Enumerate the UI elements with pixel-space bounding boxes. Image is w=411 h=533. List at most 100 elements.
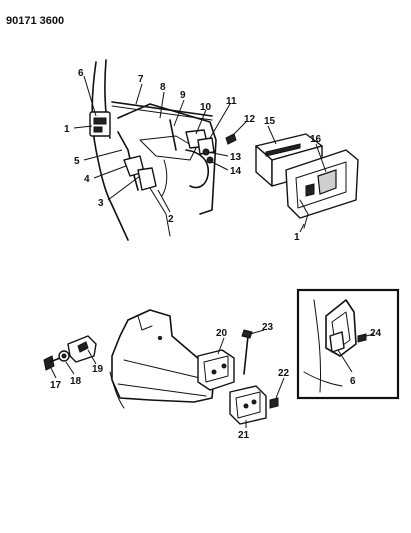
callout-3: 3 — [98, 198, 104, 209]
leader-2 — [157, 189, 171, 213]
lower-hinge-bolt — [243, 403, 249, 409]
panel-opening — [139, 135, 197, 161]
upper-hinge-bolt — [211, 369, 217, 375]
door-inner-assembly — [89, 59, 237, 241]
detail-inset — [296, 288, 400, 400]
upper-hinge-20 — [197, 349, 235, 391]
leader-6b — [337, 349, 353, 373]
callout-24: 24 — [370, 328, 382, 339]
leader-13 — [207, 151, 229, 157]
bolt-23-head — [241, 329, 253, 339]
callout-18: 18 — [70, 376, 82, 387]
leader-8 — [159, 91, 165, 119]
rod-clip — [137, 167, 157, 191]
pillar-hole — [157, 335, 163, 341]
bolt-23 — [243, 335, 249, 375]
screw-22 — [269, 397, 279, 409]
body-pillar — [111, 309, 215, 403]
inset-latch-6 — [329, 331, 345, 353]
upper-hinge-bolt-2 — [221, 363, 227, 369]
leader-5 — [83, 149, 123, 161]
leader-23 — [249, 329, 265, 335]
callout-20: 20 — [216, 328, 228, 339]
panel-contour — [161, 159, 168, 197]
callout-13: 13 — [230, 152, 242, 163]
inset-pillar-edge — [313, 299, 322, 393]
leader-18 — [65, 361, 75, 375]
callout-19: 19 — [92, 364, 104, 375]
bellcrank — [197, 137, 215, 155]
callout-6: 6 — [78, 68, 84, 79]
callout-4: 4 — [84, 174, 90, 185]
striker-parts — [43, 335, 97, 371]
leader-16 — [315, 143, 327, 173]
callout-17: 17 — [50, 380, 62, 391]
door-pillar-edge — [91, 61, 129, 241]
rod-9 — [169, 119, 177, 151]
callout-8: 8 — [160, 82, 166, 93]
rocker-curve — [109, 371, 125, 409]
leader-14 — [211, 161, 229, 171]
outside-handle-rod — [149, 187, 171, 237]
upper-hinge-leaf — [203, 355, 229, 383]
bolt-17-head — [43, 355, 55, 371]
callout-11: 11 — [226, 96, 237, 107]
callout-23: 23 — [262, 322, 274, 333]
inside-handle-assembly — [255, 133, 359, 229]
diagram-code: 90171 3600 — [6, 15, 64, 27]
handle-lever — [317, 169, 337, 195]
leader-12 — [231, 121, 247, 137]
callout-7: 7 — [138, 74, 144, 85]
leader-1a — [73, 125, 93, 129]
callout-22: 22 — [278, 368, 290, 379]
inset-contour — [303, 371, 343, 387]
callout-1: 1 — [64, 124, 70, 135]
callout-16: 16 — [310, 134, 322, 145]
callout-15: 15 — [264, 116, 276, 127]
callout-9: 9 — [180, 90, 186, 101]
leader-4 — [93, 165, 127, 179]
lower-hinge-leaf — [235, 391, 261, 419]
washer-18-hole — [61, 353, 67, 359]
rod-7 — [111, 101, 213, 117]
leader-20 — [217, 337, 225, 355]
leader-22 — [275, 377, 285, 399]
callout-5: 5 — [74, 156, 80, 167]
leader-11 — [209, 103, 231, 139]
callout-2: 2 — [168, 214, 174, 225]
pivot-14 — [206, 156, 214, 164]
leader-lines — [49, 75, 375, 428]
callout-numbers: 6 1 5 4 3 2 7 8 9 10 11 12 13 14 15 16 1… — [50, 68, 382, 441]
body-pillar-hinge — [109, 309, 279, 425]
callout-1b: 1 — [294, 232, 300, 243]
handle-slot — [265, 143, 301, 157]
handle-lever-pivot — [305, 183, 315, 197]
handle-link — [299, 199, 309, 229]
pillar-crease — [123, 359, 201, 379]
leader-9 — [173, 99, 185, 127]
callout-14: 14 — [230, 166, 242, 177]
leader-10 — [195, 109, 207, 135]
sill-edge — [117, 383, 207, 397]
leader-6a — [83, 75, 97, 117]
leader-1b — [299, 223, 305, 233]
lower-hinge-bolt-2 — [251, 399, 257, 405]
door-latch-detail-2 — [93, 126, 103, 133]
door-latch-detail — [93, 117, 107, 125]
inset-frame — [296, 288, 400, 400]
callout-10: 10 — [200, 102, 212, 113]
leader-17 — [49, 365, 57, 379]
leader-24 — [365, 333, 375, 337]
pillar-top-face — [137, 315, 153, 331]
leader-3 — [107, 175, 141, 201]
inset-screw-24 — [357, 333, 367, 343]
leader-7 — [135, 83, 143, 105]
striker-plate-slot — [77, 341, 89, 353]
panel-pocket — [185, 149, 210, 189]
handle-recess — [295, 161, 347, 209]
leader-19 — [87, 349, 97, 365]
callout-21: 21 — [238, 430, 250, 441]
leader-15 — [267, 125, 277, 145]
inset-latch-bracket — [325, 299, 357, 357]
